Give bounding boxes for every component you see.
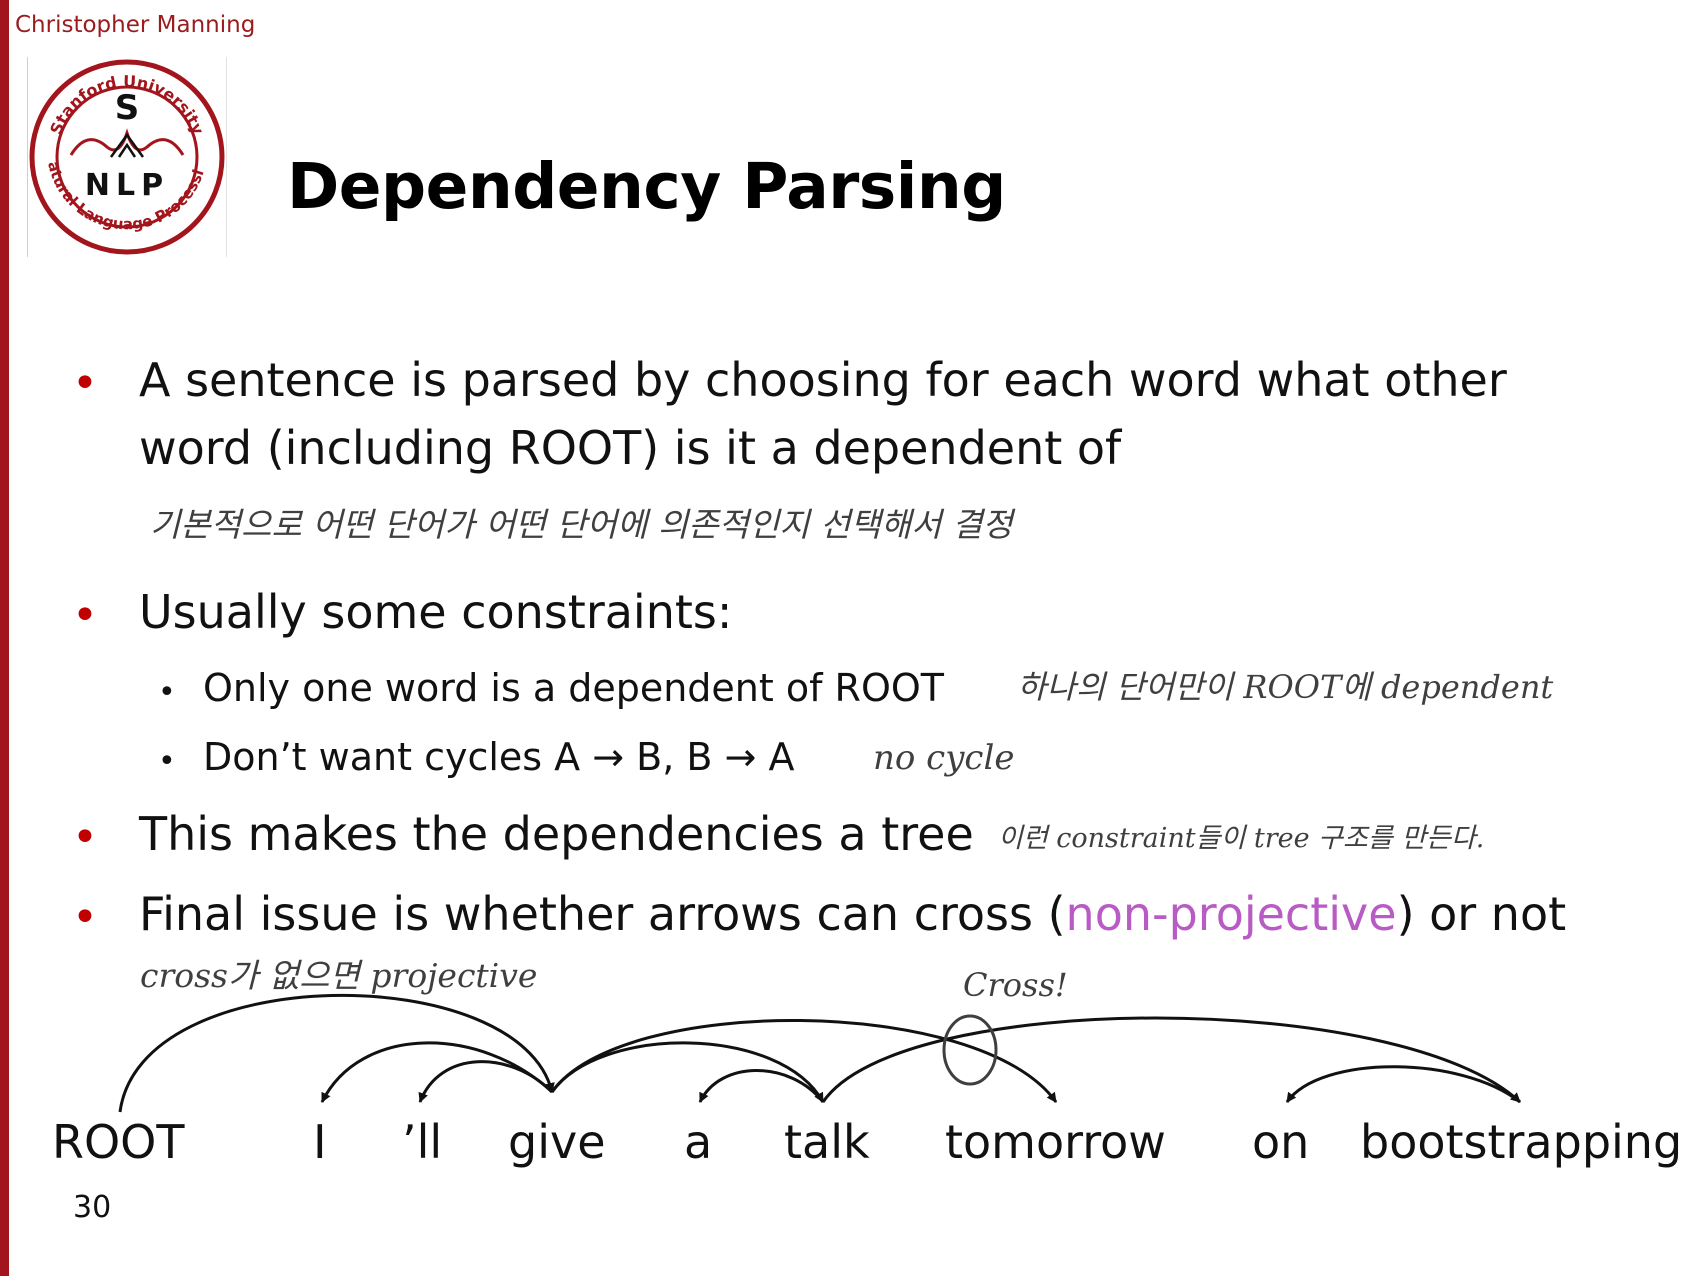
handwritten-note-2: 하나의 단어만이 ROOT에 dependent — [1017, 668, 1554, 706]
bullet-2-line-1: Usually some constraints: — [139, 585, 733, 639]
word-bootstrapping: bootstrapping — [1360, 1115, 1683, 1169]
sub-bullet-dot-icon: • — [158, 744, 176, 779]
handwritten-note-1: 기본적으로 어떤 단어가 어떤 단어에 의존적인지 선택해서 결정 — [150, 505, 1013, 544]
left-accent-bar — [0, 0, 9, 1276]
bullet-3-line-1: This makes the dependencies a tree — [139, 807, 974, 861]
handwritten-note-5: cross가 없으면 projective — [140, 956, 538, 995]
word-ll: ’ll — [402, 1115, 443, 1169]
bullet-dot-icon: • — [72, 590, 98, 641]
handwritten-note-4: 이런 constraint들이 tree 구조를 만든다. — [998, 823, 1485, 854]
bullet-dot-icon: • — [72, 358, 98, 409]
bullet-dot-icon: • — [72, 892, 98, 943]
sub-bullet-2: Don’t want cycles A → B, B → A — [203, 735, 795, 779]
slide-title: Dependency Parsing — [287, 150, 1006, 223]
bullet-dot-icon: • — [72, 812, 98, 863]
author-name: Christopher Manning — [15, 12, 256, 38]
logo-nlp-letters: NLP — [85, 168, 169, 203]
word-a: a — [684, 1115, 713, 1169]
non-projective-highlight: non-projective — [1065, 887, 1397, 941]
logo-s-letter: S — [115, 88, 140, 128]
bullet-1-line-1: A sentence is parsed by choosing for eac… — [139, 353, 1507, 407]
arc-give-tomorrow — [550, 1018, 1058, 1103]
word-root: ROOT — [52, 1115, 185, 1169]
word-tomorrow: tomorrow — [945, 1115, 1166, 1169]
arc-give-talk — [550, 1041, 825, 1103]
arc-bootstrapping-on — [1285, 1065, 1521, 1104]
word-i: I — [313, 1115, 327, 1169]
handwritten-note-3: no cycle — [873, 738, 1015, 778]
arc-give-i — [320, 1041, 554, 1103]
bullet-4-line-1: Final issue is whether arrows can cross … — [139, 887, 1566, 942]
word-on: on — [1252, 1115, 1310, 1169]
handwritten-note-6: Cross! — [963, 966, 1068, 1004]
sub-bullet-1: Only one word is a dependent of ROOT — [203, 666, 944, 710]
bullet-4-text-pre: Final issue is whether arrows can cross … — [139, 887, 1066, 941]
bullet-4-text-post: ) or not — [1396, 887, 1567, 941]
logo-frame — [27, 57, 227, 257]
stanford-nlp-logo: Stanford University Natural Language Pro… — [27, 57, 225, 255]
arc-talk-bootstrapping — [821, 1016, 1522, 1104]
word-give: give — [508, 1115, 606, 1169]
arc-give-ll — [418, 1060, 554, 1103]
crossing-circle — [942, 1014, 998, 1086]
arc-root-give — [118, 994, 555, 1113]
page-number: 30 — [73, 1190, 112, 1225]
sub-bullet-dot-icon: • — [158, 675, 176, 710]
word-talk: talk — [784, 1115, 870, 1169]
arc-talk-a — [698, 1069, 825, 1103]
bullet-1-line-2: word (including ROOT) is it a dependent … — [139, 421, 1122, 475]
